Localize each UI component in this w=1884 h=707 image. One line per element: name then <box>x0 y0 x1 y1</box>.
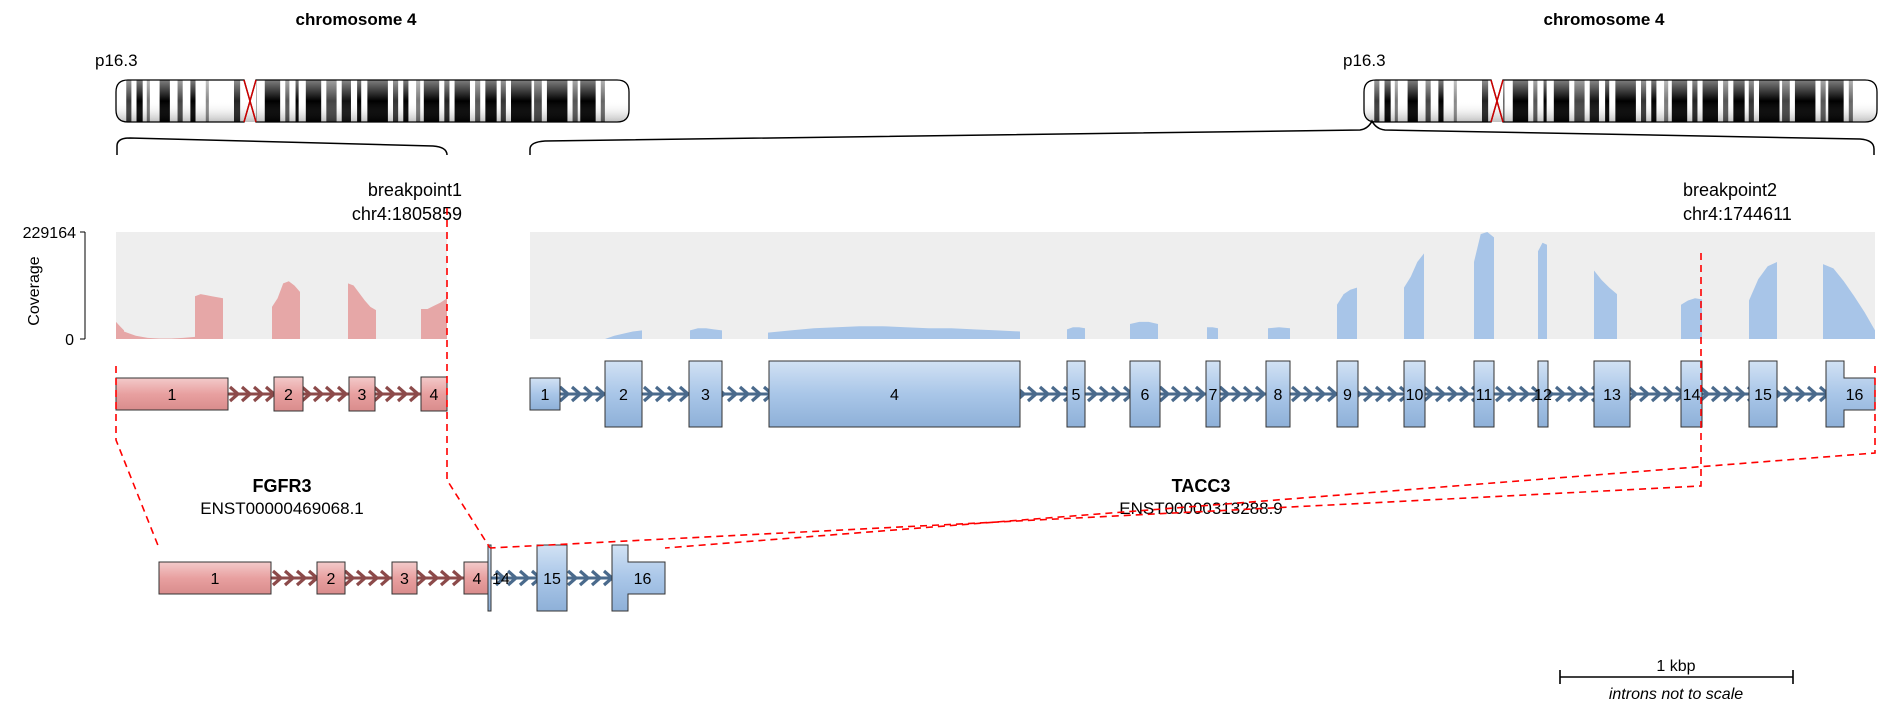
chromosome-left-zoom-bracket <box>116 137 448 156</box>
tacc3-exon-11: 11 <box>1473 360 1495 428</box>
scale-bar-note: introns not to scale <box>1609 686 1743 703</box>
tacc3-exon-16: 16 <box>1825 360 1876 428</box>
fgfr3-exon-3-label: 3 <box>358 387 367 404</box>
fusion-exon-4-fgfr3-label: 4 <box>473 571 482 588</box>
fusion-exon-2-fgfr3-label: 2 <box>327 571 336 588</box>
gene-track-fgfr3: 1 2 3 4 <box>115 376 448 412</box>
fusion-exon-3-fgfr3: 3 <box>391 561 418 595</box>
tacc3-exon-8: 8 <box>1265 360 1291 428</box>
coverage-max-label: 229164 <box>23 225 76 242</box>
chromosome-left-band: p16.3 <box>95 51 138 70</box>
coverage-axis-label: Coverage <box>26 256 43 325</box>
fgfr3-exon-2-label: 2 <box>284 387 293 404</box>
tacc3-exon-1: 1 <box>529 377 561 411</box>
breakpoint1-position: chr4:1805859 <box>352 204 462 224</box>
fgfr3-exon-4: 4 <box>420 376 448 412</box>
breakpoint2-position: chr4:1744611 <box>1683 204 1792 224</box>
tacc3-exon-9-label: 9 <box>1343 387 1352 404</box>
tacc3-exon-7: 7 <box>1205 360 1221 428</box>
chromosome-left-title: chromosome 4 <box>296 10 417 29</box>
chromosome-right-ideogram <box>1363 79 1878 123</box>
tacc3-exon-10: 10 <box>1403 360 1426 428</box>
tacc3-exon-9: 9 <box>1336 360 1359 428</box>
breakpoint-lines <box>115 208 1876 549</box>
fusion-exon-14-tacc3 <box>487 544 492 612</box>
tacc3-exon-3: 3 <box>688 360 723 428</box>
fgfr3-start-projection-line <box>115 366 160 549</box>
fusion-exon-16-label: 16 <box>634 571 652 588</box>
gene1-name: FGFR3 <box>252 476 311 496</box>
fusion-exon-15-label: 15 <box>543 571 561 588</box>
chromosome-right-title: chromosome 4 <box>1544 10 1665 29</box>
tacc3-exon-2-label: 2 <box>619 387 628 404</box>
tacc3-exon-4-label: 4 <box>890 387 899 404</box>
tacc3-exon-6: 6 <box>1129 360 1161 428</box>
tacc3-exon-13: 13 <box>1593 360 1631 428</box>
tacc3-exon-11-label: 11 <box>1476 387 1493 404</box>
tacc3-exon-15-label: 15 <box>1754 387 1772 404</box>
fusion-exon-15: 15 <box>536 544 568 612</box>
breakpoint1-label: breakpoint1 <box>368 180 462 200</box>
tacc3-exon-8-label: 8 <box>1274 387 1283 404</box>
coverage-panel-tacc3 <box>530 232 1875 339</box>
tacc3-exon-7-label: 7 <box>1209 387 1218 404</box>
gene1-transcript: ENST00000469068.1 <box>200 499 364 518</box>
chromosome-right-band: p16.3 <box>1343 51 1386 70</box>
tacc3-exon-12: 12 <box>1534 360 1552 428</box>
tacc3-exon-6-label: 6 <box>1141 387 1150 404</box>
fgfr3-exon-1: 1 <box>115 377 229 411</box>
fusion-exon-3-fgfr3-label: 3 <box>400 571 409 588</box>
tacc3-exon-15: 15 <box>1748 360 1778 428</box>
tacc3-exon-2: 2 <box>604 360 643 428</box>
fusion-exon-4-fgfr3: 4 <box>463 561 491 595</box>
tacc3-exon-13-label: 13 <box>1603 387 1621 404</box>
fusion-exon-2-fgfr3: 2 <box>316 561 346 595</box>
coverage-track-tacc3 <box>605 232 1875 339</box>
coverage-min-label: 0 <box>65 332 74 349</box>
tacc3-end-projection-line <box>664 366 1876 549</box>
tacc3-exon-1-label: 1 <box>541 387 550 404</box>
fusion-exon-14-label: 14 <box>492 571 510 588</box>
tacc3-exon-12-label: 12 <box>1534 387 1552 404</box>
tacc3-exon-16-label: 16 <box>1846 387 1864 404</box>
tacc3-exon-14-label: 14 <box>1683 387 1701 404</box>
tacc3-exon-3-label: 3 <box>701 387 710 404</box>
chromosome-right-zoom-bracket <box>529 119 1875 155</box>
scale-bar-label: 1 kbp <box>1656 658 1695 675</box>
tacc3-exon-4: 4 <box>768 360 1021 428</box>
breakpoint2-label: breakpoint2 <box>1683 180 1777 200</box>
gene2-name: TACC3 <box>1172 476 1231 496</box>
breakpoint2-line <box>489 253 1702 549</box>
fusion-exon-1-fgfr3-label: 1 <box>211 571 220 588</box>
breakpoint1-line <box>446 208 491 549</box>
fgfr3-exon-1-label: 1 <box>168 387 177 404</box>
chromosome-left-ideogram <box>115 79 630 123</box>
tacc3-exon-5: 5 <box>1066 360 1086 428</box>
fgfr3-exon-3: 3 <box>348 376 376 412</box>
fusion-transcript-track: 1 2 3 4 14 15 16 <box>158 544 666 612</box>
fgfr3-exon-2: 2 <box>273 376 304 412</box>
coverage-track-fgfr3 <box>116 281 447 339</box>
fusion-exon-1-fgfr3: 1 <box>158 561 272 595</box>
tacc3-exon-14: 14 <box>1680 360 1703 428</box>
tacc3-exon-10-label: 10 <box>1406 387 1424 404</box>
fusion-exon-16: 16 <box>611 544 666 612</box>
fgfr3-exon-4-label: 4 <box>430 387 439 404</box>
tacc3-exon-5-label: 5 <box>1072 387 1081 404</box>
